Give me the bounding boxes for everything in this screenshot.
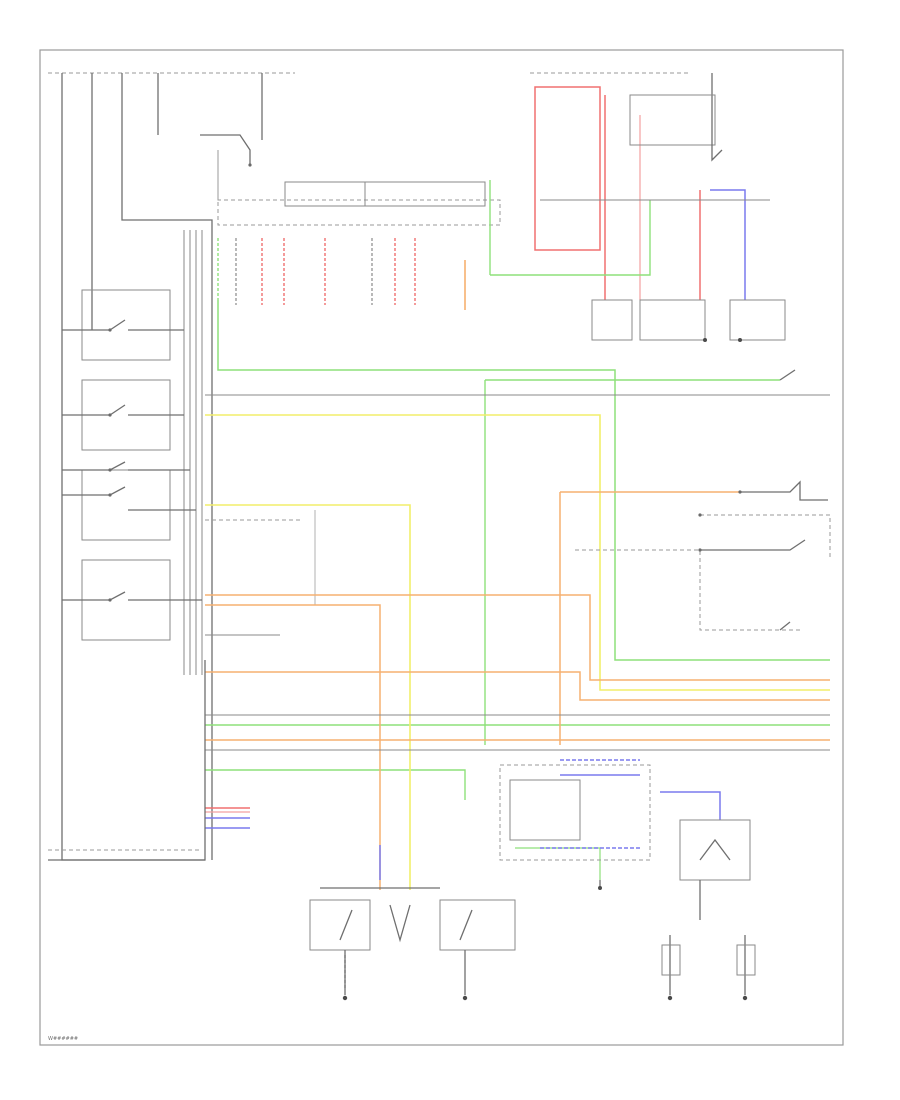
left-relay-boxes <box>62 289 202 641</box>
lower-control-module <box>499 764 651 890</box>
yellow-wires <box>205 414 830 890</box>
bottom-switches <box>309 887 516 1001</box>
footer-code: W###### <box>48 1036 78 1042</box>
right-terminals <box>591 299 786 342</box>
top-control-unit <box>200 112 501 226</box>
green-wires <box>205 300 830 880</box>
red-pair-bottom-left <box>205 807 250 813</box>
left-bottom-label-area <box>48 660 206 861</box>
blue-wires <box>205 759 721 880</box>
middle-connectors <box>217 238 466 310</box>
top-right-red-harness <box>489 86 770 300</box>
right-switch-boxes <box>575 369 831 631</box>
orange-wires <box>205 491 830 890</box>
fuse-group-top <box>61 73 713 112</box>
right-lower-module <box>661 819 756 1001</box>
diagram-frame <box>39 49 844 1046</box>
left-harness <box>61 110 213 861</box>
grey-bus-lines <box>205 394 830 751</box>
